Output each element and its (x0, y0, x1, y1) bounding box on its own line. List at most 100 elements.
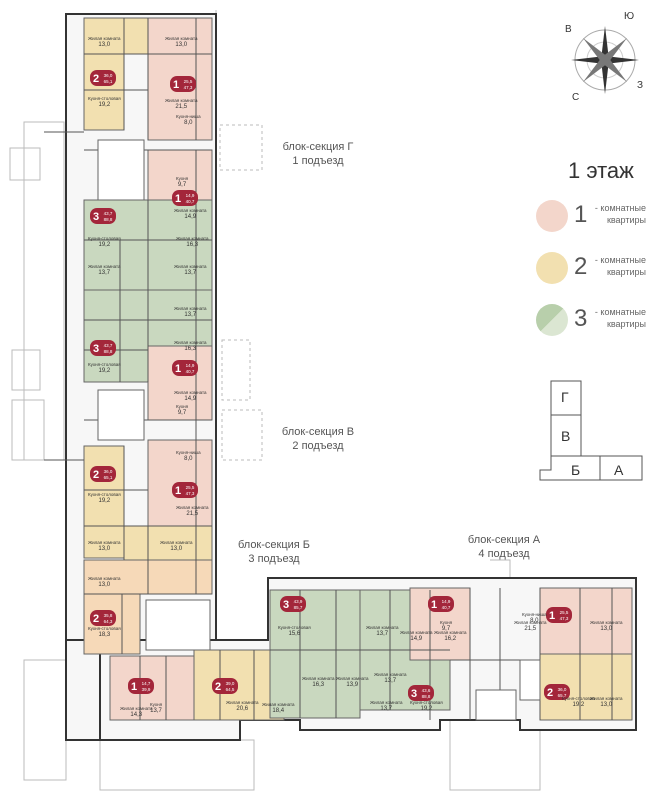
badge-total-area: 40,7 (442, 605, 451, 610)
apt-1room (147, 17, 213, 55)
badge-living-area: 43,7 (104, 343, 113, 348)
compass-north: Ю (624, 11, 635, 22)
room-area: 14,9 (410, 636, 423, 642)
badge-total-area: 47,3 (186, 491, 195, 496)
legend-swatch (536, 252, 568, 284)
room-area: 16,3 (312, 682, 325, 688)
room-area: 14,9 (184, 396, 197, 402)
badge-total-area: 40,7 (186, 199, 195, 204)
room-area: 13,0 (98, 546, 111, 552)
room-name: Жилая комната (165, 36, 198, 41)
badge-total-area: 88,8 (422, 694, 431, 699)
apt-2room (83, 445, 125, 559)
keyplan-b: Б (571, 462, 581, 478)
room-name: Жилая комната (174, 390, 207, 395)
room-name: Жилая комната (120, 706, 153, 711)
keyplan-g: Г (561, 389, 569, 405)
room-name: Кухня-столовая (562, 696, 595, 701)
room-name: Жилая комната (88, 540, 121, 545)
room-area: 13,7 (184, 312, 197, 318)
badge-rooms: 3 (93, 343, 99, 355)
badge-total-area: 40,7 (186, 369, 195, 374)
interior-walls (44, 18, 613, 720)
legend-num: 1 (574, 201, 588, 228)
badge-total-area: 64,5 (226, 687, 235, 692)
badge-total-area: 39,9 (142, 687, 151, 692)
apt-2room (123, 17, 149, 55)
badge-rooms: 2 (93, 73, 99, 85)
badge-living-area: 39,0 (226, 681, 235, 686)
badge-rooms: 3 (411, 688, 417, 700)
room-area: 13,0 (170, 546, 183, 552)
room-area: 19,2 (98, 368, 111, 374)
apt-2room (123, 525, 213, 561)
room-name: Жилая комната (88, 576, 121, 581)
room-name: Кухня (440, 620, 453, 625)
badge-rooms: 3 (283, 599, 289, 611)
badge-rooms: 1 (175, 363, 181, 375)
badge-total-area: 64,3 (104, 619, 113, 624)
badge-total-area: 85,7 (294, 605, 303, 610)
room-name: Кухня (150, 702, 163, 707)
room-name: Кухня-ниша (176, 114, 201, 119)
badge-living-area: 14,9 (186, 193, 195, 198)
room-area: 14,9 (184, 214, 197, 220)
floor-title: 1 этаж (568, 158, 634, 183)
room-area: 21,5 (186, 511, 199, 517)
room-name: Кухня-ниша (176, 450, 201, 455)
compass-rose (571, 26, 639, 94)
badge-total-area: 65,1 (104, 475, 113, 480)
room-area: 18,3 (98, 632, 111, 638)
room-area: 20,6 (236, 706, 249, 712)
badge-total-area: 47,3 (184, 85, 193, 90)
badge-living-area: 14,9 (442, 599, 451, 604)
room-area: 21,5 (524, 626, 537, 632)
room-name: Кухня (176, 404, 189, 409)
room-area: 16,3 (184, 346, 197, 352)
room-name: Кухня-столовая (278, 625, 311, 630)
apt-1room (147, 345, 213, 421)
badge-rooms: 2 (93, 613, 99, 625)
room-name: Жилая комната (176, 505, 209, 510)
room-area: 13,7 (380, 706, 393, 712)
room-name: Кухня-ниша (522, 612, 547, 617)
room-area: 21,5 (175, 104, 188, 110)
room-area: 9,7 (177, 410, 187, 416)
